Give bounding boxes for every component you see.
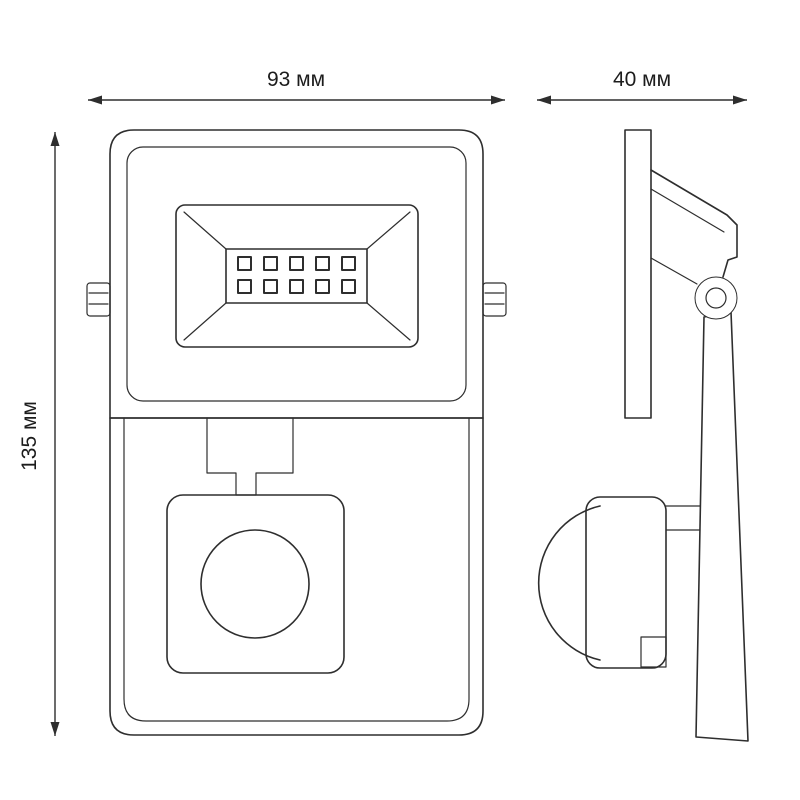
arrow-up-icon	[50, 132, 60, 146]
sensor-housing-side	[585, 496, 667, 669]
lower-body-inner-border	[123, 417, 470, 722]
mount-tab-right	[482, 282, 507, 317]
pivot-outer-circle	[694, 276, 738, 320]
led-chip	[341, 279, 356, 294]
mount-tab-left	[86, 282, 111, 317]
led-window	[225, 248, 368, 304]
led-chip	[289, 279, 304, 294]
dim-height: 135 мм	[18, 132, 60, 736]
led-chip	[237, 279, 252, 294]
sensor-side	[537, 496, 701, 669]
side-head-profile	[650, 169, 738, 285]
dim-front-width: 93 мм	[88, 68, 505, 105]
led-chip	[289, 256, 304, 271]
dim-front-width-label: 93 мм	[267, 68, 325, 91]
led-chip	[315, 279, 330, 294]
screw-boss-icon	[482, 282, 507, 317]
side-head-plate	[624, 129, 652, 419]
dim-height-label: 135 мм	[18, 401, 41, 471]
reflector-frame	[175, 204, 419, 348]
bracket-lower-edge	[650, 257, 698, 285]
bracket-inner-edge	[650, 188, 725, 233]
mount-arm	[695, 311, 749, 742]
reflector-diagonal	[366, 302, 411, 341]
reflector-outer	[175, 204, 419, 348]
led-chip	[341, 256, 356, 271]
pir-dome-side	[537, 505, 601, 661]
side-view	[537, 129, 749, 742]
front-view	[86, 129, 507, 736]
reflector-diagonal	[183, 302, 227, 341]
arrow-right-icon	[491, 95, 505, 105]
reflector-diagonal	[183, 211, 227, 250]
pivot-inner-circle	[705, 287, 727, 309]
sensor-foot	[640, 636, 667, 668]
dim-side-depth-label: 40 мм	[613, 68, 671, 91]
led-chip	[263, 279, 278, 294]
lower-body-outline	[109, 417, 484, 736]
led-chip	[263, 256, 278, 271]
arrow-down-icon	[50, 722, 60, 736]
sensor-housing-front	[166, 494, 345, 674]
led-chip	[315, 256, 330, 271]
reflector-diagonal	[366, 211, 411, 250]
bracket-top-edge	[650, 169, 738, 278]
pir-lens-front	[200, 529, 310, 639]
led-chip	[237, 256, 252, 271]
arrow-left-icon	[537, 95, 551, 105]
arrow-left-icon	[88, 95, 102, 105]
arrow-right-icon	[733, 95, 747, 105]
pivot-joint	[694, 276, 738, 320]
lamp-head-outline	[109, 129, 484, 419]
sensor-stem	[206, 417, 294, 496]
dim-side-depth: 40 мм	[537, 68, 747, 105]
screw-boss-icon	[86, 282, 111, 317]
lamp-head-inner-border	[126, 146, 467, 402]
led-array	[237, 256, 356, 294]
